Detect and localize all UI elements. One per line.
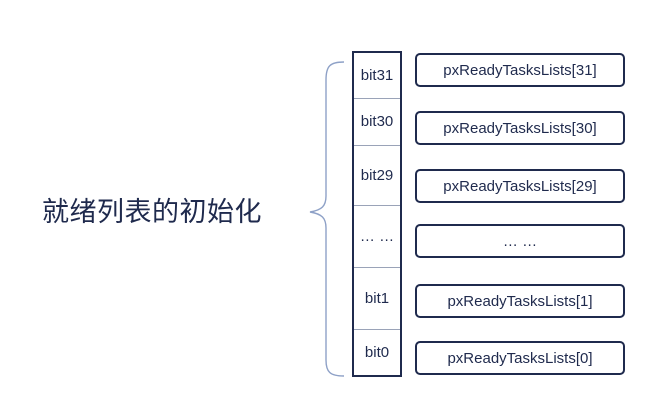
ready-list-box-29: pxReadyTasksLists[29] <box>415 169 625 203</box>
bit-cell-1: bit1 <box>364 289 390 307</box>
bit-separator <box>354 98 400 99</box>
bit-separator <box>354 329 400 330</box>
ready-list-box-1: pxReadyTasksLists[1] <box>415 284 625 318</box>
ready-list-box-0: pxReadyTasksLists[0] <box>415 341 625 375</box>
bit-cell-30: bit30 <box>360 113 394 130</box>
bit-cell-29: bit29 <box>360 166 394 184</box>
bit-separator <box>354 145 400 146</box>
ready-list-box-31: pxReadyTasksLists[31] <box>415 53 625 87</box>
bit-cell-31: bit31 <box>360 67 394 84</box>
bit-separator <box>354 205 400 206</box>
bit-cell-ellipsis: … … <box>359 227 395 245</box>
ready-list-box-ellipsis: … … <box>415 224 625 258</box>
bit-cell-0: bit0 <box>364 343 390 361</box>
ready-list-box-30: pxReadyTasksLists[30] <box>415 111 625 145</box>
bitmap-column: bit31 bit30 bit29 … … bit1 bit0 <box>352 51 402 377</box>
diagram-title: 就绪列表的初始化 <box>42 197 262 228</box>
bit-separator <box>354 267 400 268</box>
